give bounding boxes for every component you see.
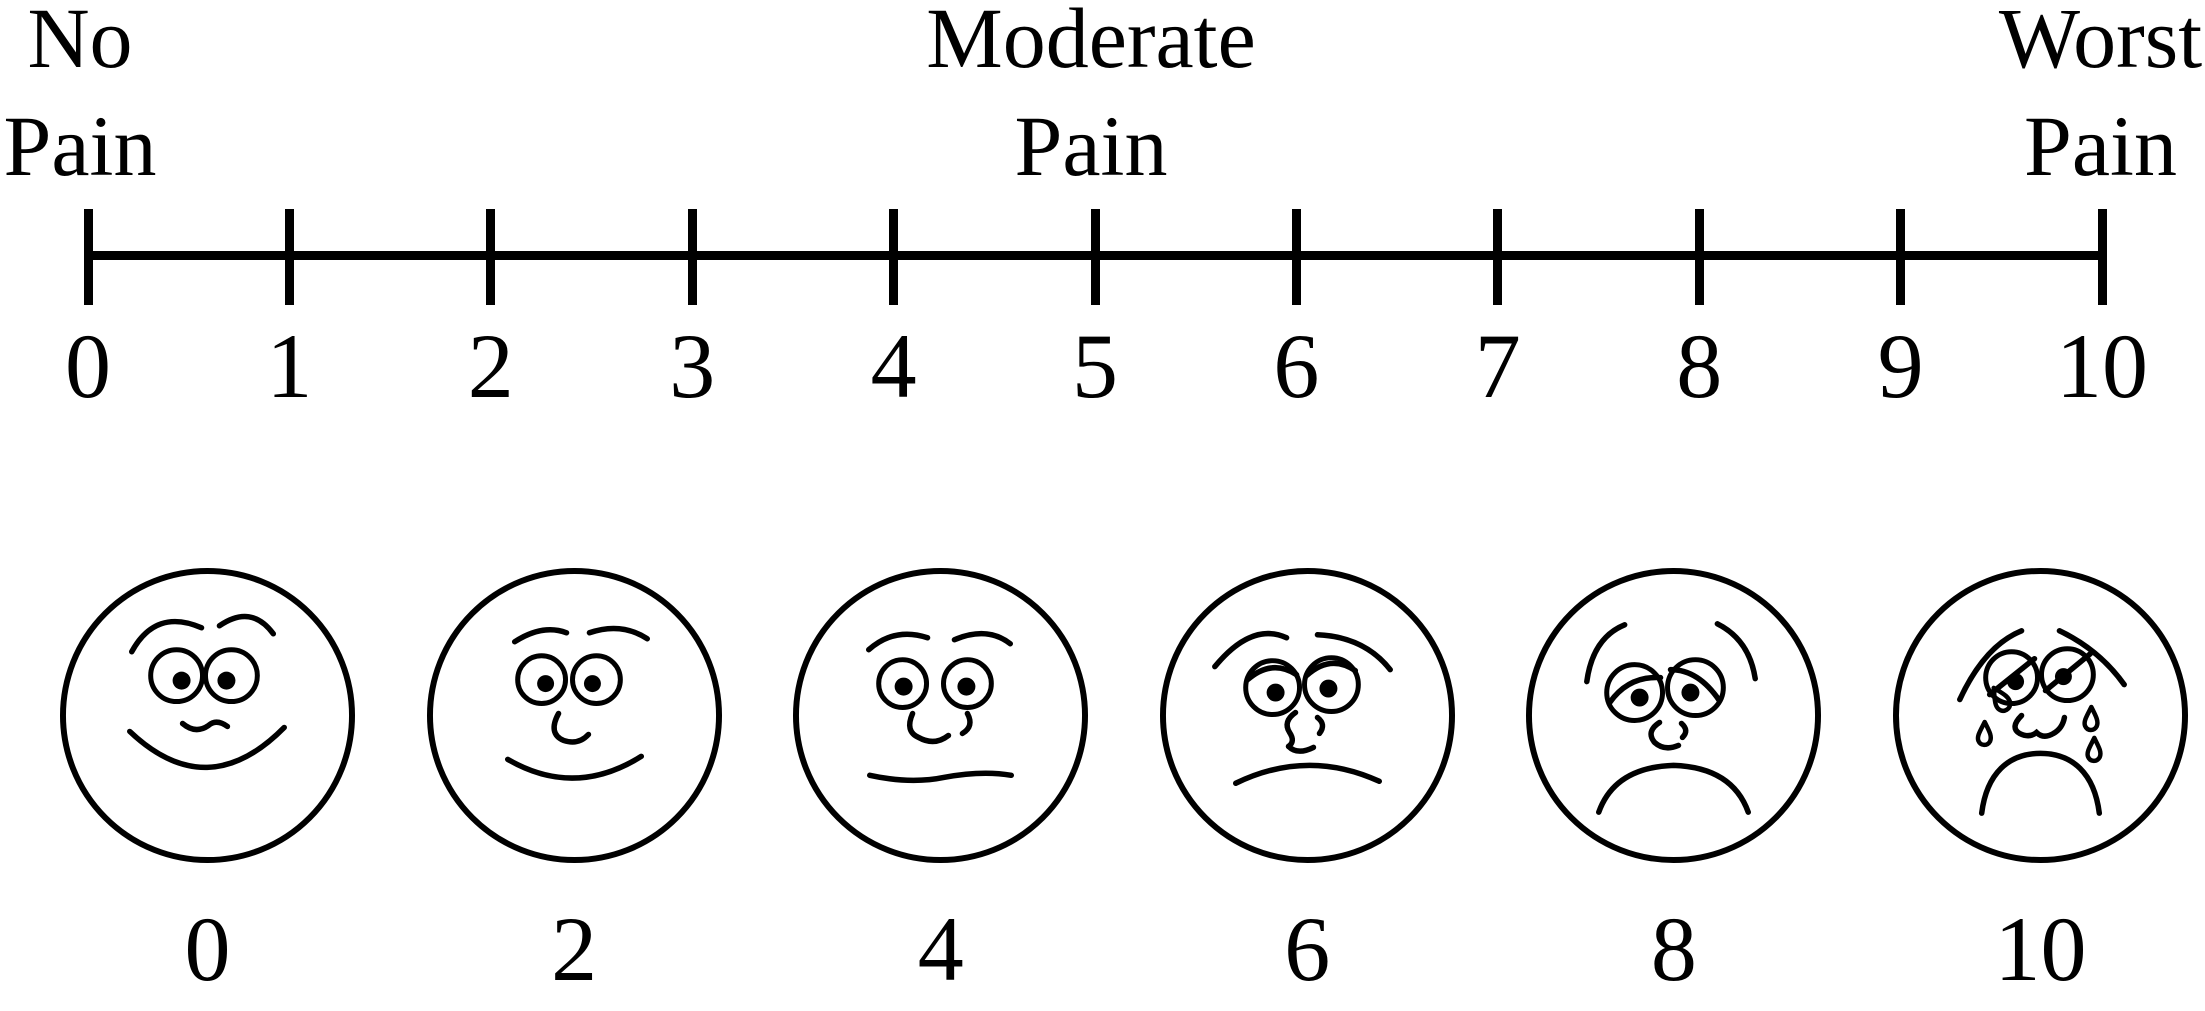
- crying-face-icon: [1892, 567, 2188, 864]
- slightly-smiling-face-icon: [426, 567, 722, 864]
- face-value-label: 6: [1284, 898, 1331, 1000]
- face-value-label: 2: [551, 898, 598, 1000]
- tick-mark: [687, 209, 697, 305]
- worst-pain-label-line1: Worst: [1998, 0, 2203, 86]
- sad-face-icon: [1526, 567, 1822, 864]
- face-item: 4: [791, 566, 1090, 995]
- tick-number: 9: [1877, 315, 1924, 417]
- moderate-pain-label-line1: Moderate: [926, 0, 1256, 86]
- tick-number: 2: [467, 315, 514, 417]
- face-value-label: 8: [1650, 898, 1697, 1000]
- face-item: 0: [58, 566, 357, 995]
- tick-mark: [889, 209, 899, 305]
- tick-mark: [2097, 209, 2107, 305]
- worried-face-icon: [1159, 567, 1455, 864]
- tick-number: 4: [870, 315, 917, 417]
- tick-number: 1: [266, 315, 313, 417]
- tick-mark: [1090, 209, 1100, 305]
- tick-number: 5: [1072, 315, 1118, 417]
- tick-mark: [1291, 209, 1301, 305]
- tick-number: 10: [2056, 315, 2148, 417]
- no-pain-label-line2: Pain: [3, 98, 157, 194]
- tick-mark: [486, 209, 496, 305]
- no-pain-label: No Pain: [2, 0, 158, 200]
- tick-number: 3: [669, 315, 716, 417]
- tick-number: 8: [1676, 315, 1723, 417]
- tick-mark: [1896, 209, 1906, 305]
- neutral-face-icon: [793, 567, 1089, 864]
- face-item: 6: [1158, 566, 1457, 995]
- tick-number: 0: [65, 315, 111, 417]
- face-item: 10: [1891, 566, 2190, 995]
- moderate-pain-label-line2: Pain: [1014, 98, 1168, 194]
- face-item: 2: [425, 566, 724, 995]
- tick-mark: [1694, 209, 1704, 305]
- worst-pain-label-line2: Pain: [2024, 98, 2177, 194]
- tick-mark: [1493, 209, 1503, 305]
- tick-number: 6: [1273, 315, 1320, 417]
- tick-mark: [83, 209, 93, 305]
- face-value-label: 0: [184, 898, 231, 1000]
- tick-mark: [284, 209, 294, 305]
- smiling-face-icon: [59, 567, 356, 864]
- tick-number: 7: [1474, 315, 1521, 417]
- face-value-label: 10: [1994, 898, 2087, 1000]
- face-value-label: 4: [917, 898, 964, 1000]
- no-pain-label-line1: No: [27, 0, 133, 86]
- face-item: 8: [1524, 566, 1823, 995]
- worst-pain-label: Worst Pain: [1993, 0, 2205, 200]
- moderate-pain-label: Moderate Pain: [891, 0, 1291, 200]
